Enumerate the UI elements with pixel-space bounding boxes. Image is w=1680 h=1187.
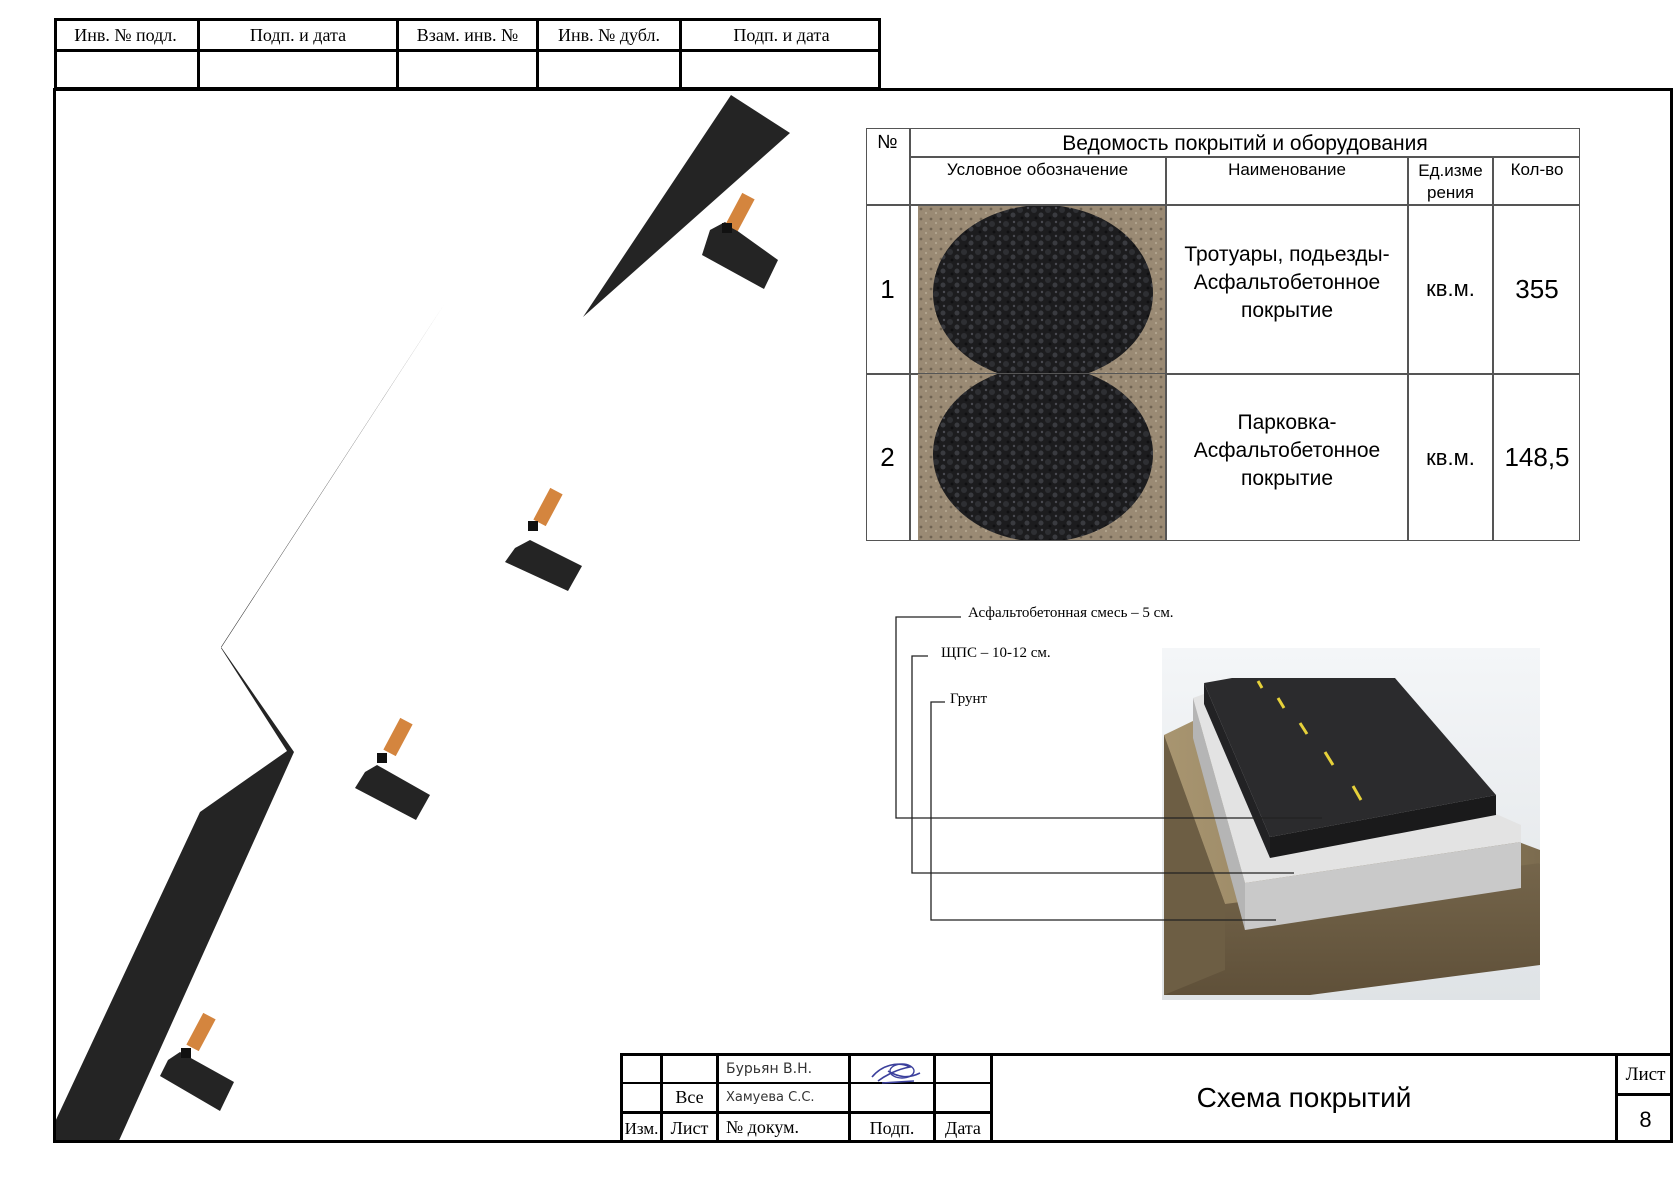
bench-icon bbox=[181, 1012, 216, 1058]
signature-icon bbox=[871, 1063, 921, 1084]
row-unit: кв.м. bbox=[1426, 444, 1475, 470]
col-number-header: № bbox=[877, 132, 898, 153]
col-sign: Подп. bbox=[869, 1118, 915, 1138]
col-date: Дата bbox=[945, 1118, 981, 1138]
leader-gravel bbox=[911, 655, 1294, 874]
bench-icon bbox=[377, 717, 413, 763]
layer-label-gravel: ЩПС – 10-12 см. bbox=[941, 645, 1051, 661]
bench-icon bbox=[722, 192, 755, 233]
bench-icon bbox=[528, 487, 563, 531]
layer-label-asphalt: Асфальтобетонная смесь – 5 см. bbox=[968, 605, 1174, 621]
stamp-header-inv-podl: Инв. № подл. bbox=[74, 24, 177, 45]
col-izm: Изм. bbox=[624, 1118, 659, 1138]
table-title: Ведомость покрытий и оборудования bbox=[1062, 131, 1428, 155]
row-qty: 148,5 bbox=[1504, 442, 1570, 472]
designer-name: Бурьян В.Н. bbox=[726, 1061, 813, 1077]
title-block: Бурьян В.Н. Хамуева С.С. Все Изм. Лист №… bbox=[620, 1053, 1673, 1143]
col-name-header: Наименование bbox=[1228, 160, 1346, 179]
zone-label-1: 1 bbox=[480, 500, 497, 533]
spur-1 bbox=[702, 222, 778, 289]
drawing-title: Схема покрытий bbox=[1196, 1082, 1412, 1113]
stamp-header-inv-dubl: Инв. № дубл. bbox=[558, 24, 660, 45]
drawing-frame bbox=[53, 88, 1673, 1143]
asphalt-swatch bbox=[918, 205, 1165, 381]
checker-name: Хамуева С.С. bbox=[726, 1090, 815, 1105]
asphalt-swatch bbox=[918, 366, 1165, 542]
sheet-label: Лист bbox=[1625, 1063, 1666, 1085]
sheet-number: 8 bbox=[1639, 1106, 1652, 1132]
spur-3 bbox=[355, 765, 430, 820]
spur-2 bbox=[505, 540, 582, 591]
row-name: Тротуары, подьезды- Асфальтобетонное пок… bbox=[1184, 243, 1390, 322]
col-list: Лист bbox=[670, 1118, 709, 1138]
lane-marking bbox=[1256, 680, 1363, 801]
spur-4 bbox=[160, 1052, 234, 1111]
all-label: Все bbox=[675, 1087, 704, 1107]
col-doc: № докум. bbox=[726, 1117, 799, 1137]
row-qty: 355 bbox=[1515, 273, 1559, 304]
leader-asphalt bbox=[895, 616, 1322, 819]
col-symbol-header: Условное обозначение bbox=[946, 160, 1129, 179]
row-name: Парковка- Асфальтобетонное покрытие bbox=[1193, 411, 1381, 490]
leader-soil bbox=[930, 701, 1276, 921]
coverage-table: № Ведомость покрытий и оборудования Усло… bbox=[866, 128, 1580, 542]
col-unit-header: Ед.изме рения bbox=[1418, 161, 1483, 202]
row-unit: кв.м. bbox=[1426, 276, 1475, 301]
row-number: 1 bbox=[880, 273, 895, 304]
stamp-header-sign-date: Подп. и дата bbox=[249, 24, 347, 45]
zone-label-2: 2 bbox=[365, 474, 382, 507]
col-qty-header: Кол-во bbox=[1510, 160, 1564, 179]
row-number: 2 bbox=[880, 442, 895, 472]
stamp-header-vzam-inv: Взам. инв. № bbox=[416, 24, 519, 45]
pavement-area bbox=[56, 95, 790, 1140]
stamp-header-sign-date-2: Подп. и дата bbox=[733, 24, 830, 45]
layer-label-soil: Грунт bbox=[950, 691, 988, 707]
